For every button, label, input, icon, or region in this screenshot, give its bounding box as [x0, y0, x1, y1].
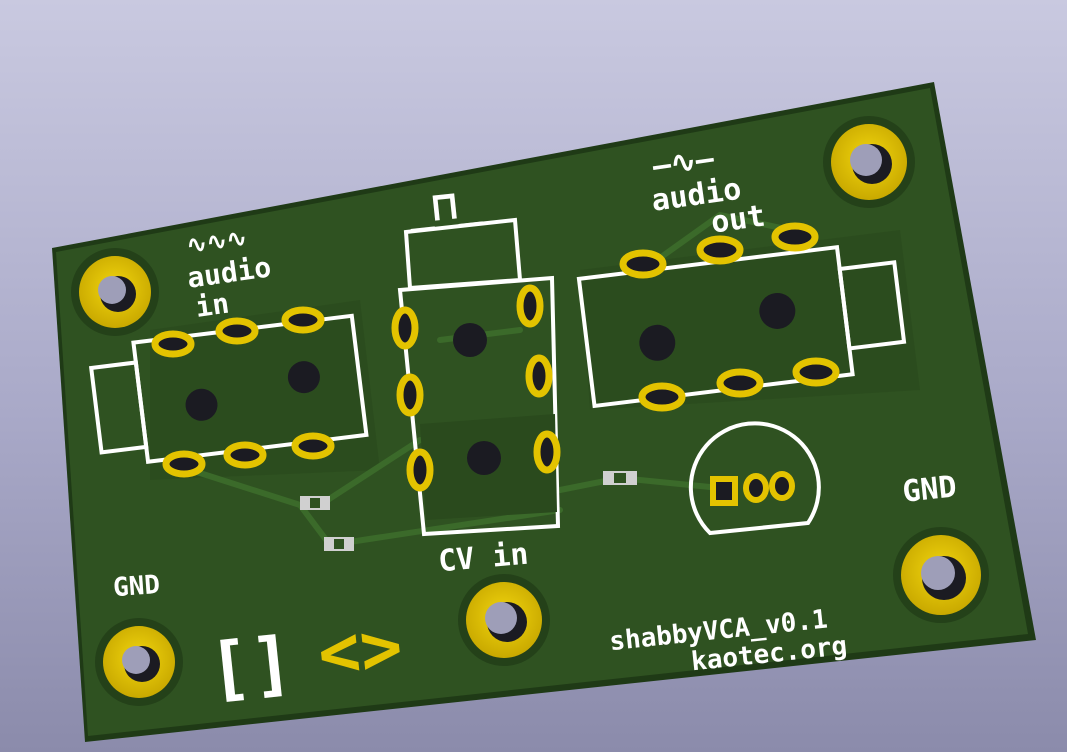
cv-label-group: _⊓_	[406, 180, 484, 233]
smd-components	[300, 471, 637, 551]
cv-in-pads	[391, 284, 561, 492]
audio-out-pads	[619, 222, 840, 412]
mounting-hole	[71, 248, 159, 336]
audio-out-label-group: –∿– audio out	[649, 141, 768, 241]
mounting-hole	[458, 574, 550, 666]
mounting-hole	[823, 116, 915, 208]
audio-in-label-2: in	[193, 287, 231, 324]
audio-out-label-2: out	[709, 199, 768, 241]
mounting-hole-gnd	[95, 618, 183, 706]
audio-out-symbol: –∿–	[650, 141, 716, 184]
cv-in-label: CV in	[437, 537, 530, 580]
mounting-hole-gnd	[893, 527, 989, 623]
gnd-label-top-right: GND	[901, 469, 959, 509]
cv-symbol: _⊓_	[406, 180, 484, 233]
audio-in-pads	[151, 306, 335, 478]
logo-bracket: []	[205, 621, 297, 711]
gnd-label-bottom-left: GND	[112, 570, 161, 603]
cv-in-jack-footprint	[397, 217, 561, 537]
to92-footprint	[688, 421, 821, 536]
logo-angle: <>	[314, 605, 406, 695]
